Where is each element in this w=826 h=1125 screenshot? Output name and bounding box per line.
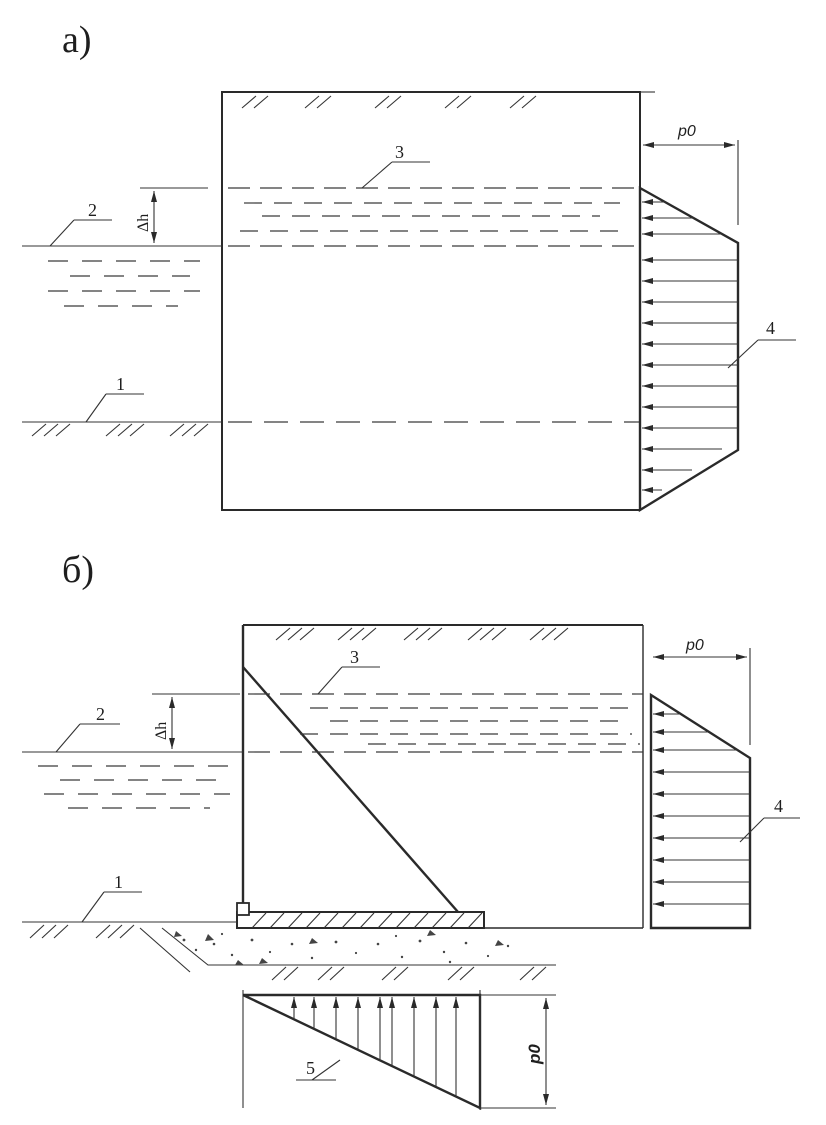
panel-b-tailwater-water-marks bbox=[38, 765, 230, 809]
panel-b-leader-2 bbox=[55, 723, 81, 753]
panel-b-foundation-outline bbox=[161, 927, 556, 966]
panel-a-label: а) bbox=[62, 19, 92, 61]
panel-b-label-5: 5 bbox=[306, 1058, 315, 1078]
panel-a-pressure-arrows bbox=[642, 199, 738, 493]
panel-a-label-3: 3 bbox=[395, 142, 404, 162]
panel-b-footing-hatch bbox=[251, 912, 483, 929]
panel-b-leader-1 bbox=[81, 891, 105, 923]
panel-b-diagonal-line bbox=[242, 666, 459, 913]
panel-b-footing bbox=[236, 911, 485, 929]
panel-a-delta-h-label: Δh bbox=[135, 214, 152, 232]
panel-a: а) 3 bbox=[22, 19, 796, 513]
panel-b-leader-5 bbox=[311, 1059, 341, 1081]
panel-a-p0-label: p0 bbox=[677, 123, 696, 140]
panel-a-tailwater-water-marks bbox=[48, 260, 200, 307]
panel-b-pressure-arrows bbox=[653, 711, 750, 907]
panel-b-footing-key bbox=[236, 902, 250, 916]
panel-a-pressure-diagram bbox=[638, 185, 740, 513]
panel-a-label-1: 1 bbox=[116, 374, 125, 394]
panel-b-ground-hatch bbox=[29, 924, 135, 939]
panel-a-leader-4 bbox=[727, 339, 759, 369]
panel-b: б) bbox=[22, 549, 800, 1110]
panel-a-label-2: 2 bbox=[88, 200, 97, 220]
panel-a-leader-2 bbox=[49, 219, 75, 247]
panel-b-uplift-arrows bbox=[291, 997, 459, 1097]
panel-a-ground-hatch bbox=[31, 423, 209, 437]
panel-b-label-1: 1 bbox=[114, 872, 123, 892]
panel-a-top-hatch bbox=[241, 95, 537, 109]
panel-a-structure-block bbox=[221, 91, 641, 511]
panel-a-leader-3 bbox=[361, 161, 393, 189]
panel-b-label-4: 4 bbox=[774, 796, 783, 816]
panel-b-leader-4 bbox=[739, 817, 765, 843]
panel-b-headwater-water-marks bbox=[300, 707, 640, 745]
panel-a-label-4: 4 bbox=[766, 318, 775, 338]
panel-b-leader-3 bbox=[317, 666, 343, 695]
panel-b-p0-top-label: p0 bbox=[685, 637, 704, 654]
panel-a-headwater-water-marks bbox=[240, 202, 624, 232]
panel-a-leader-1 bbox=[85, 393, 107, 423]
panel-b-label-2: 2 bbox=[96, 704, 105, 724]
panel-b-top-hatch bbox=[275, 627, 569, 641]
panel-b-pressure-diagram bbox=[649, 692, 752, 930]
panel-b-p0-side-label: p0 bbox=[525, 1044, 544, 1065]
panel-b-delta-h-label: Δh bbox=[153, 722, 170, 740]
panel-b-foundation-aggregate bbox=[174, 930, 510, 965]
panel-b-label-3: 3 bbox=[350, 647, 359, 667]
panel-b-uplift-diagram bbox=[242, 993, 482, 1110]
panel-b-foundation-hatch bbox=[271, 966, 547, 981]
panel-b-label: б) bbox=[62, 549, 94, 591]
